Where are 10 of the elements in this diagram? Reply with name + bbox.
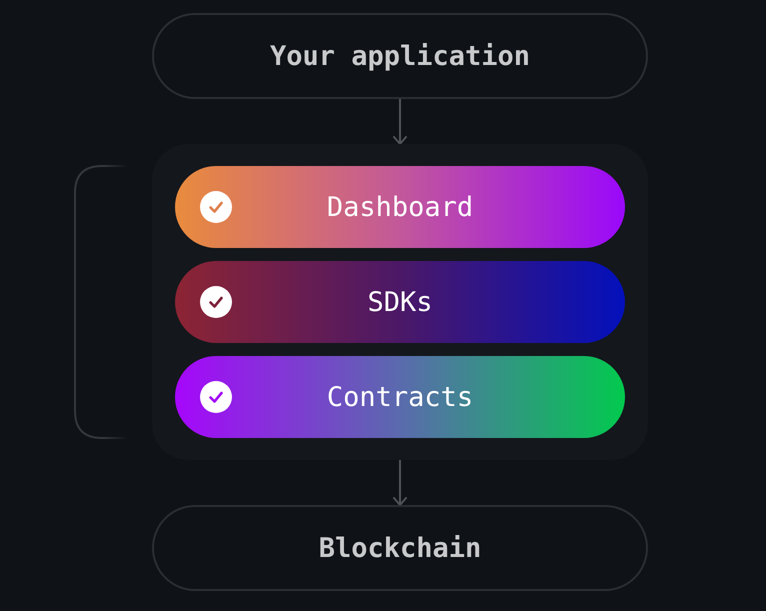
arrow [393, 98, 407, 145]
pill-box [152, 13, 648, 99]
node-label: Blockchain [318, 532, 482, 564]
pill-box [152, 505, 648, 591]
panel [152, 144, 648, 460]
node-label: Your application [270, 40, 530, 72]
node-label: Dashboard [326, 192, 474, 222]
node-label: Contracts [326, 382, 474, 412]
arrow [393, 459, 407, 506]
node-label: SDKs [367, 286, 433, 318]
